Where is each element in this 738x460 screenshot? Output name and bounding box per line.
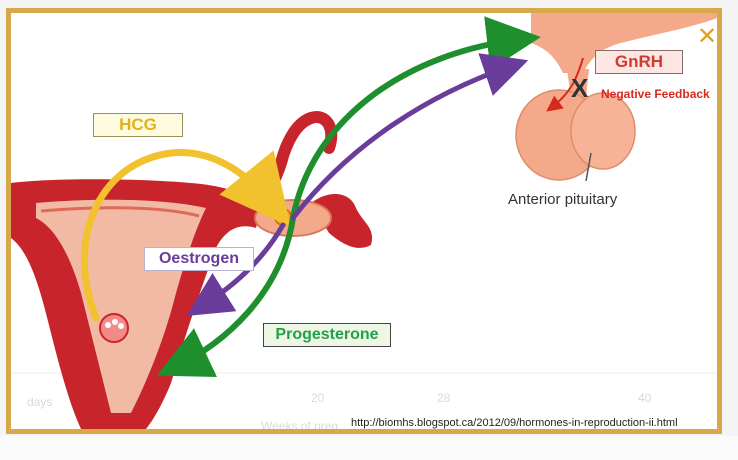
- progesterone-arrow-down: [156, 215, 296, 378]
- pituitary-stalk: [567, 69, 589, 98]
- progesterone-arrow-up: [290, 16, 541, 221]
- hypothalamus: [531, 13, 717, 73]
- negative-feedback-label: Negative Feedback: [601, 87, 710, 101]
- background-tick: 20: [311, 391, 325, 405]
- source-url[interactable]: http://biomhs.blogspot.ca/2012/09/hormon…: [351, 417, 678, 429]
- background-tick: 28: [437, 391, 451, 405]
- anterior-pituitary-label: Anterior pituitary: [508, 191, 618, 208]
- background-tick: 40: [638, 391, 652, 405]
- pituitary-pointer: [585, 152, 592, 182]
- gnrh-label: GnRH: [595, 50, 683, 74]
- reproductive-hormone-diagram: [11, 13, 717, 429]
- close-icon[interactable]: ✕: [696, 23, 718, 50]
- background-days-label: days: [27, 395, 53, 409]
- uterus-lining: [40, 206, 200, 218]
- bottom-strip: [0, 436, 738, 460]
- fimbriae: [311, 193, 373, 248]
- gnrh-feedback-arrow: [546, 57, 584, 112]
- feedback-block-mark: X: [571, 73, 589, 103]
- posterior-pituitary: [570, 92, 636, 170]
- progesterone-label: Progesterone: [263, 323, 391, 347]
- diagram-frame: HCG Oestrogen Progesterone GnRH X Negati…: [6, 8, 722, 434]
- hcg-label: HCG: [93, 113, 183, 137]
- background-axis-label: Weeks of preg: [261, 419, 339, 433]
- oestrogen-arrow-up: [290, 53, 529, 221]
- oestrogen-label: Oestrogen: [144, 247, 254, 271]
- embryo: [99, 313, 129, 343]
- hcg-arrow: [81, 148, 291, 322]
- oestrogen-arrow-down: [186, 222, 286, 316]
